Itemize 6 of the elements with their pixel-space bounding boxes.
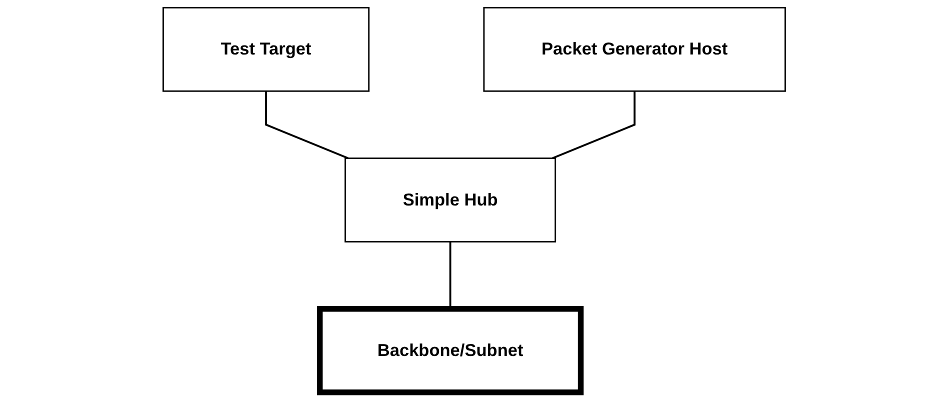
connector — [552, 91, 636, 160]
connector — [265, 91, 349, 160]
node-box: Test Target — [162, 6, 370, 92]
node-box: Simple Hub — [344, 158, 556, 242]
node-box: Packet Generator Host — [484, 6, 786, 92]
node-box: Backbone/Subnet — [317, 306, 584, 396]
